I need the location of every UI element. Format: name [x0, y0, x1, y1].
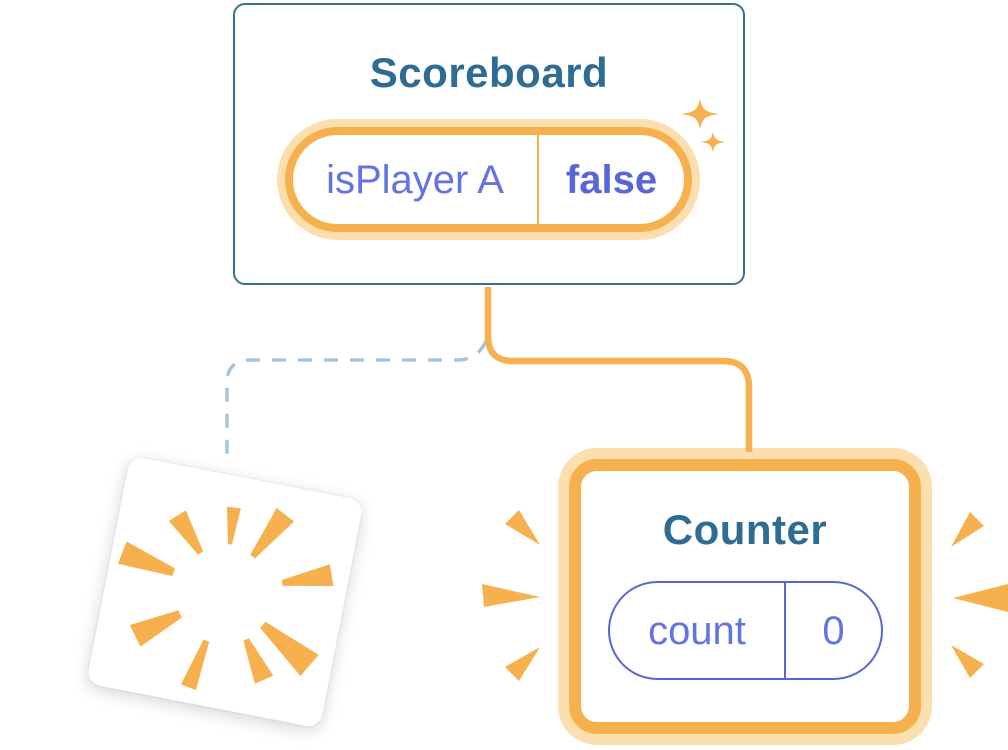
scoreboard-state-value: false [565, 157, 658, 202]
destroyed-component-card [86, 455, 364, 729]
emphasis-burst-left-icon [482, 510, 540, 681]
poof-burst-icon [118, 506, 334, 691]
emphasis-burst-right-icon [951, 512, 1008, 678]
preserved-branch-connector [484, 287, 753, 452]
counter-state-name: count [610, 583, 786, 678]
destroyed-branch-dashed-connector [225, 340, 488, 456]
scoreboard-state-name: isPlayer A [293, 135, 539, 224]
scoreboard-component-card: Scoreboard isPlayer A false [233, 3, 745, 285]
scoreboard-title: Scoreboard [369, 49, 609, 96]
counter-component-card: Counter count 0 [569, 459, 921, 734]
scoreboard-state-pill: isPlayer A false [285, 127, 692, 232]
counter-state-value: 0 [822, 608, 845, 653]
counter-title: Counter [662, 506, 828, 553]
counter-state-pill: count 0 [608, 581, 883, 680]
